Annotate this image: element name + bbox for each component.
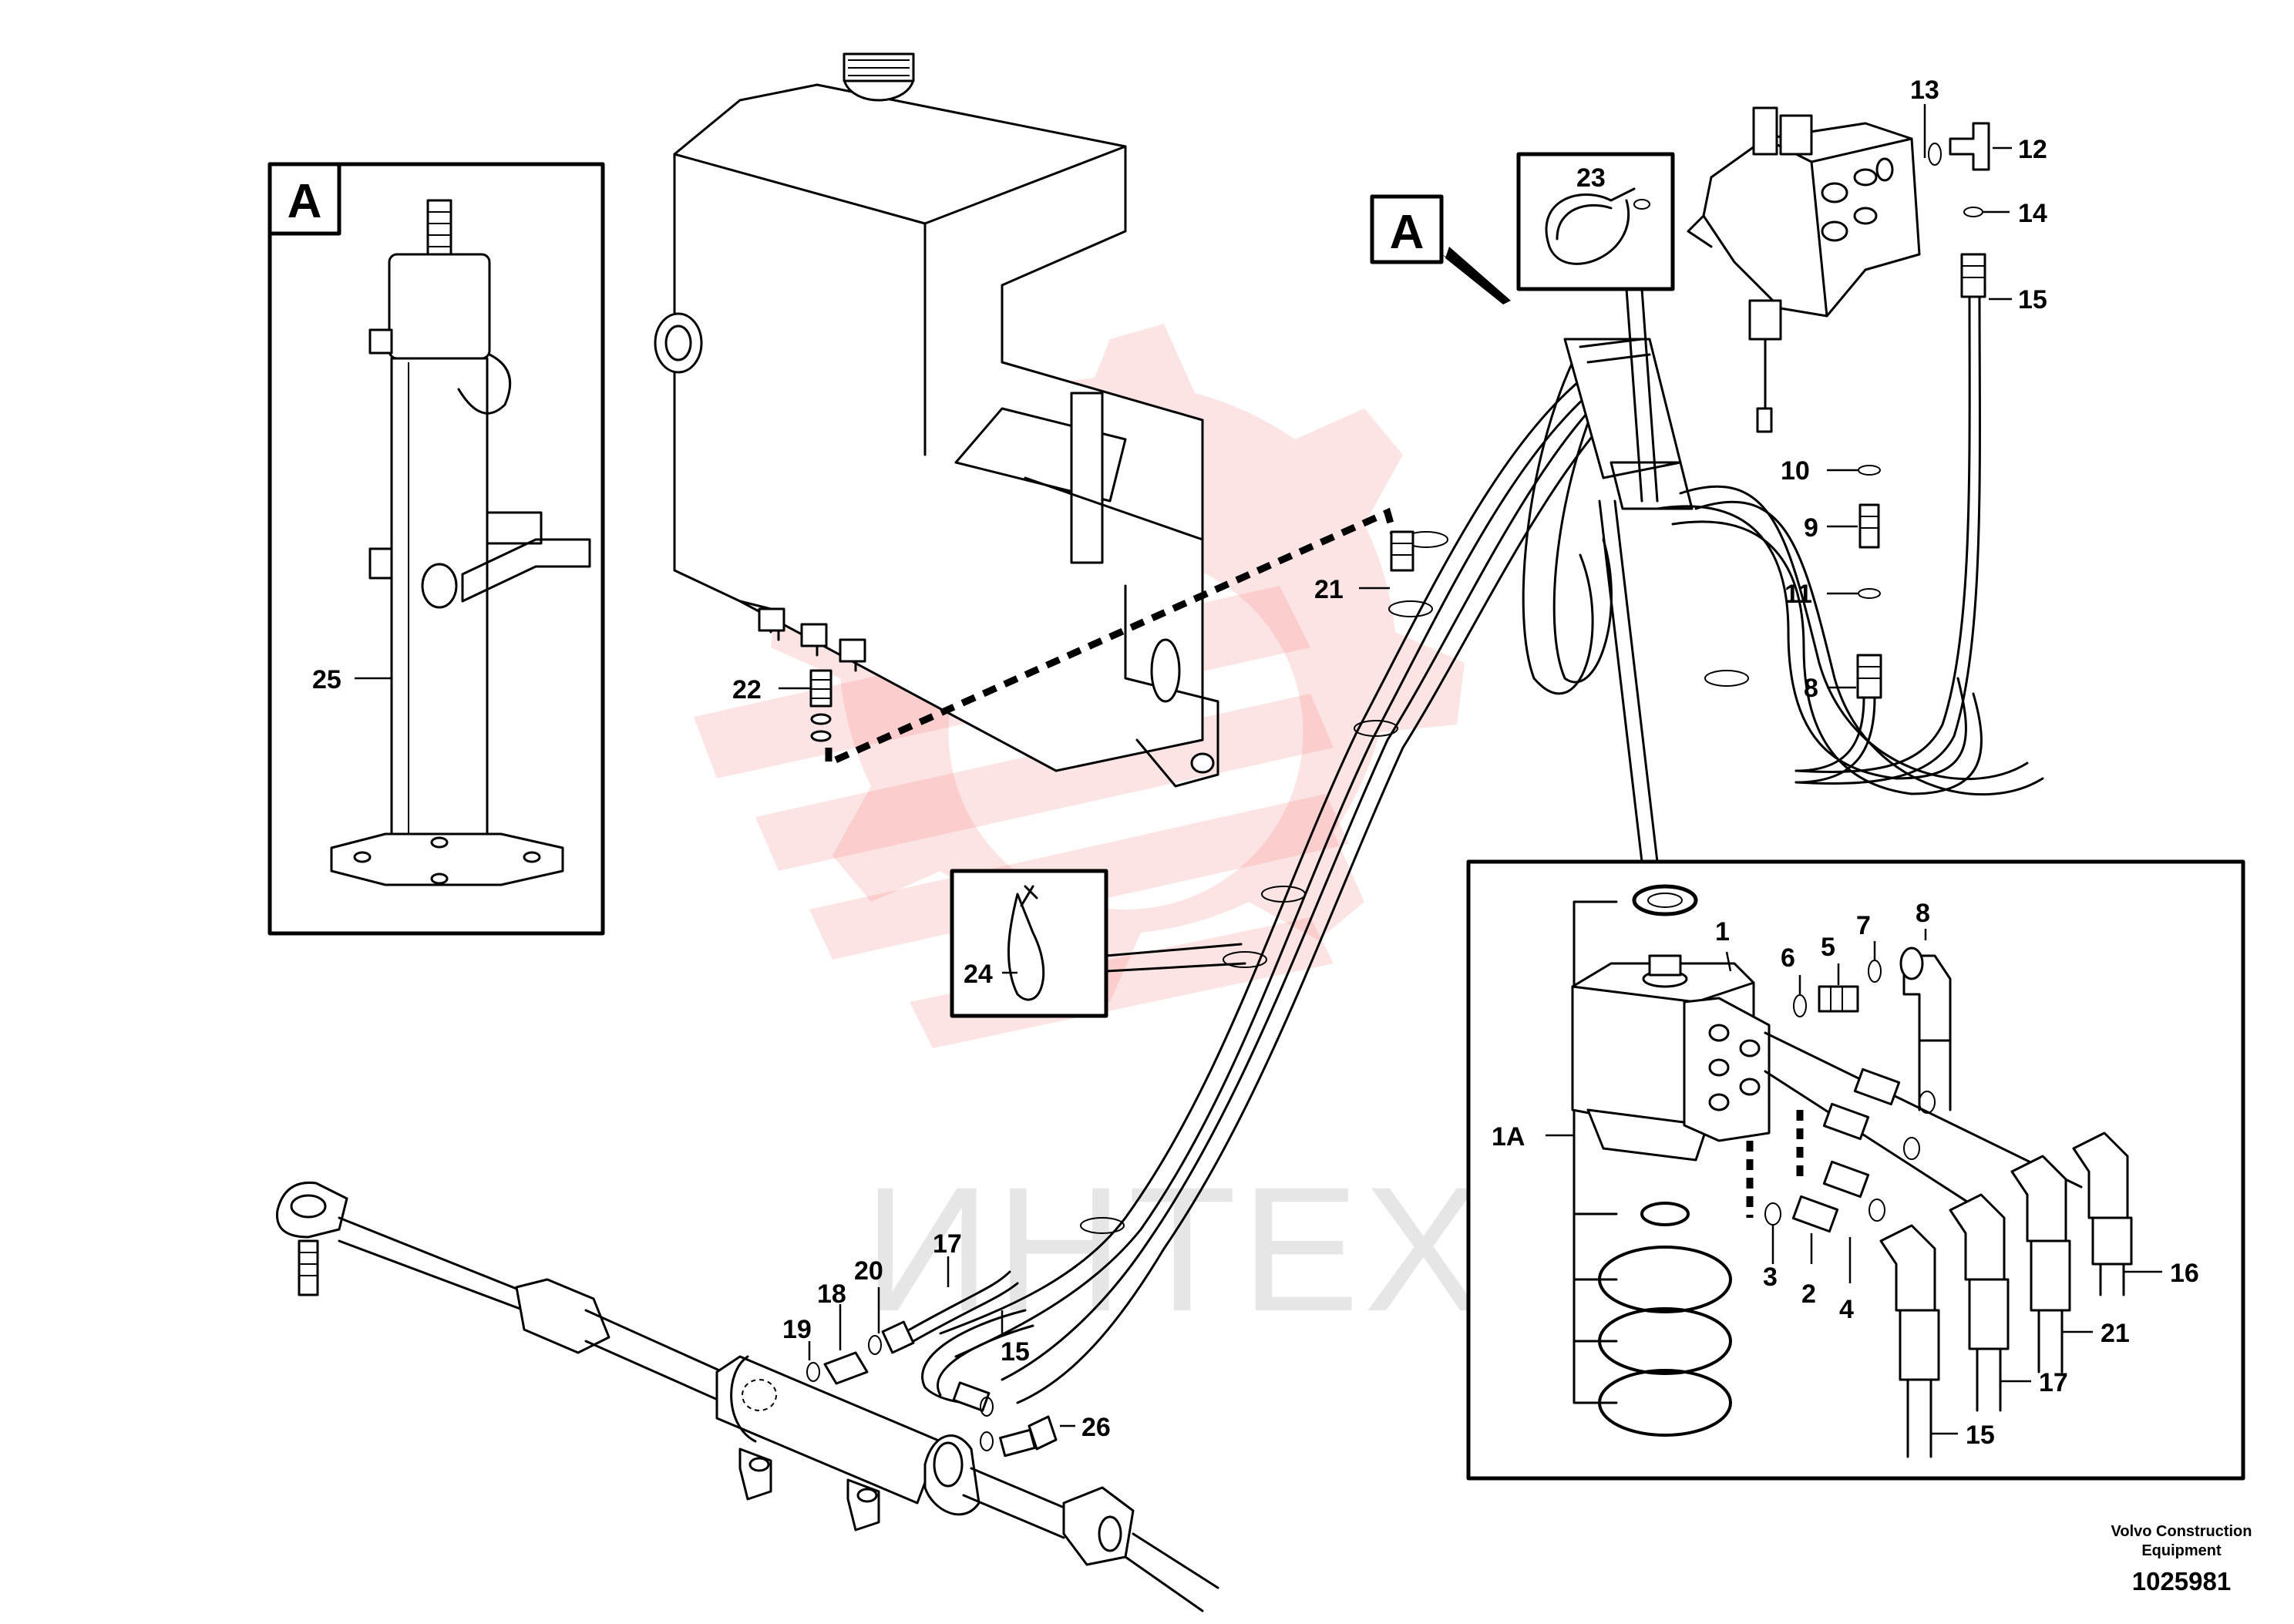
doc-number: 1025981 bbox=[2132, 1567, 2231, 1595]
callout-3: 3 bbox=[1763, 1263, 1778, 1292]
callout-19: 19 bbox=[782, 1315, 812, 1344]
callout-11: 11 bbox=[1784, 580, 1812, 609]
inset-box-a: A 25 bbox=[267, 162, 605, 936]
callout-23: 23 bbox=[1576, 163, 1606, 193]
detail-box-steering-unit: 1A 1 6 5 7 8 bbox=[1466, 499, 2245, 1481]
callout-25: 25 bbox=[312, 665, 341, 694]
suction-line-dashed bbox=[825, 507, 1399, 768]
callout-21-tank: 21 bbox=[1314, 575, 1344, 604]
callout-7: 7 bbox=[1856, 911, 1871, 940]
callout-8-detail: 8 bbox=[1916, 899, 1930, 928]
callout-4: 4 bbox=[1839, 1295, 1854, 1324]
callout-9: 9 bbox=[1804, 513, 1818, 543]
callout-14: 14 bbox=[2018, 199, 2047, 228]
callout-24: 24 bbox=[964, 960, 993, 989]
control-valve: 12 13 14 15 10 9 11 8 bbox=[1687, 76, 2047, 785]
callout-18: 18 bbox=[817, 1279, 846, 1309]
callout-20: 20 bbox=[854, 1256, 883, 1286]
callout-12: 12 bbox=[2018, 135, 2047, 164]
watermark-text: ИНТЕХ bbox=[863, 1150, 1487, 1348]
callout-26: 26 bbox=[1081, 1413, 1111, 1442]
detail-box-24: 24 bbox=[950, 869, 1246, 1018]
callout-22: 22 bbox=[732, 675, 762, 704]
hydraulic-tank bbox=[654, 52, 1219, 788]
detail-box-23: 23 bbox=[1516, 152, 1675, 503]
callout-15-detail: 15 bbox=[1966, 1421, 1995, 1450]
footer-company-line2: Equipment bbox=[2141, 1542, 2222, 1559]
callout-2: 2 bbox=[1801, 1279, 1816, 1309]
callout-15-cylinder: 15 bbox=[1001, 1337, 1030, 1367]
callout-1: 1 bbox=[1715, 917, 1730, 946]
callout-17-cylinder: 17 bbox=[933, 1229, 962, 1259]
footer-company-line1: Volvo Construction bbox=[2111, 1523, 2252, 1540]
callout-15-valve: 15 bbox=[2018, 285, 2047, 314]
callout-8-valve: 8 bbox=[1804, 674, 1818, 703]
callout-21-detail: 21 bbox=[2101, 1319, 2130, 1348]
steering-cylinder: 19 18 20 17 15 26 bbox=[276, 1181, 1219, 1612]
callout-1A: 1A bbox=[1492, 1122, 1525, 1152]
callout-16: 16 bbox=[2170, 1259, 2199, 1288]
callout-10: 10 bbox=[1781, 456, 1810, 486]
hose-bundle: 21 bbox=[939, 338, 2044, 1404]
callout-13: 13 bbox=[1910, 76, 1939, 105]
view-marker-a: A bbox=[1370, 194, 1511, 304]
view-marker-label: A bbox=[1390, 206, 1424, 259]
callout-5: 5 bbox=[1821, 933, 1835, 962]
fitting-22: 22 bbox=[732, 669, 832, 742]
callout-6: 6 bbox=[1781, 943, 1795, 973]
inset-label: A bbox=[288, 175, 322, 228]
callout-17-detail: 17 bbox=[2039, 1368, 2068, 1397]
